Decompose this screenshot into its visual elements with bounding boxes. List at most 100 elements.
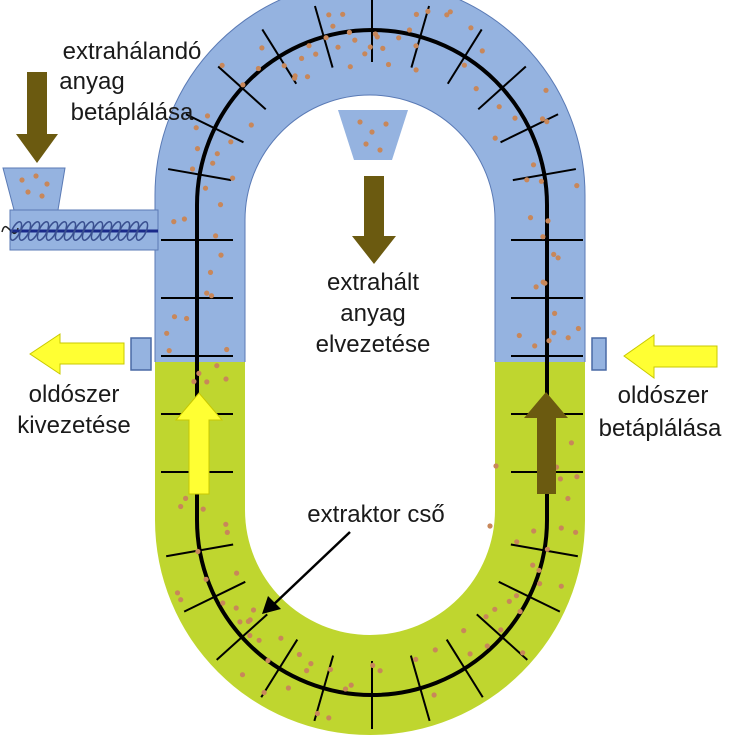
solvent-inlet-flange: [591, 337, 607, 371]
particle: [313, 51, 319, 57]
particle: [527, 215, 534, 221]
solvent-inlet-label-line2: betáplálása: [599, 415, 722, 442]
particle: [565, 335, 571, 341]
particle: [573, 529, 579, 535]
particle: [487, 523, 493, 529]
tube-label: extraktor cső: [307, 501, 444, 528]
particle: [335, 44, 341, 50]
paddle: [216, 613, 268, 661]
particle: [250, 607, 257, 613]
paddle: [476, 613, 528, 661]
particle: [342, 686, 349, 692]
solvent-inlet-label-line1: oldószer: [618, 382, 709, 409]
particle: [425, 8, 431, 14]
particle: [546, 338, 552, 344]
up-arrow-icon: [174, 392, 224, 495]
particle: [540, 234, 546, 240]
particle: [357, 119, 363, 125]
particle: [513, 593, 520, 599]
particle: [224, 529, 230, 536]
particle: [484, 643, 490, 649]
particle: [530, 562, 536, 568]
particle: [544, 546, 551, 552]
particle: [184, 315, 190, 322]
conveyor-chain: [161, 0, 583, 729]
paddle: [500, 113, 559, 144]
particle: [171, 219, 177, 225]
paddle: [410, 5, 431, 68]
paddle: [510, 543, 578, 558]
particle: [348, 682, 354, 688]
particle: [234, 570, 240, 576]
particle: [210, 160, 216, 166]
particle: [551, 251, 557, 257]
particles: [19, 8, 582, 721]
particle: [516, 332, 522, 339]
particle: [178, 503, 184, 510]
particle: [247, 617, 253, 623]
particle: [326, 12, 332, 18]
particle: [473, 86, 479, 92]
particle: [533, 284, 539, 290]
particle: [19, 177, 25, 183]
solvent-outlet-flange: [130, 337, 152, 371]
particle: [204, 113, 211, 119]
paddle: [512, 168, 577, 182]
particle: [217, 202, 224, 208]
particle: [314, 710, 320, 717]
particle: [200, 506, 206, 512]
particle: [555, 255, 561, 261]
paddle: [217, 65, 267, 111]
particle: [536, 567, 542, 573]
particle: [467, 651, 473, 657]
particle: [194, 146, 201, 152]
particle: [340, 11, 346, 17]
particle: [531, 528, 537, 534]
paddle: [261, 28, 298, 85]
left-arrow-icon: [623, 334, 718, 379]
particle: [370, 662, 376, 669]
particle: [204, 290, 210, 296]
hopper-icon: [2, 167, 66, 211]
feed-label-line1: extrahálandó: [63, 38, 202, 65]
particle: [413, 11, 419, 17]
left-arrow-icon: [29, 333, 125, 375]
particle: [413, 43, 419, 49]
particle: [413, 67, 419, 73]
particle: [558, 525, 564, 531]
particle: [413, 656, 419, 663]
discharge-label-line3: elvezetése: [316, 331, 431, 358]
particle: [461, 62, 467, 68]
feed-label-line3: betáplálása: [71, 99, 194, 126]
paddle: [183, 580, 246, 613]
particle: [575, 325, 582, 332]
particle: [383, 121, 389, 127]
down-arrow-icon: [352, 176, 396, 264]
particle: [496, 104, 502, 110]
particle: [239, 672, 246, 678]
particle: [178, 597, 184, 603]
particle: [278, 635, 284, 641]
particle: [461, 628, 467, 634]
particle: [228, 139, 234, 145]
particle: [369, 129, 375, 135]
particle: [377, 147, 383, 153]
particle: [385, 61, 392, 68]
particle: [181, 216, 187, 222]
solvent-outlet-label-line2: kivezetése: [17, 412, 130, 439]
particle: [542, 280, 548, 286]
particle: [214, 151, 220, 157]
particle: [208, 293, 215, 299]
particle: [544, 119, 550, 125]
particle: [512, 115, 518, 121]
particle: [304, 668, 310, 674]
particle: [237, 619, 243, 625]
particle: [574, 474, 580, 480]
paddle: [313, 655, 335, 722]
particle: [171, 314, 178, 320]
particle: [380, 45, 386, 52]
particle: [207, 269, 214, 275]
particle: [543, 87, 549, 93]
particle: [306, 43, 312, 49]
particle: [25, 189, 31, 195]
